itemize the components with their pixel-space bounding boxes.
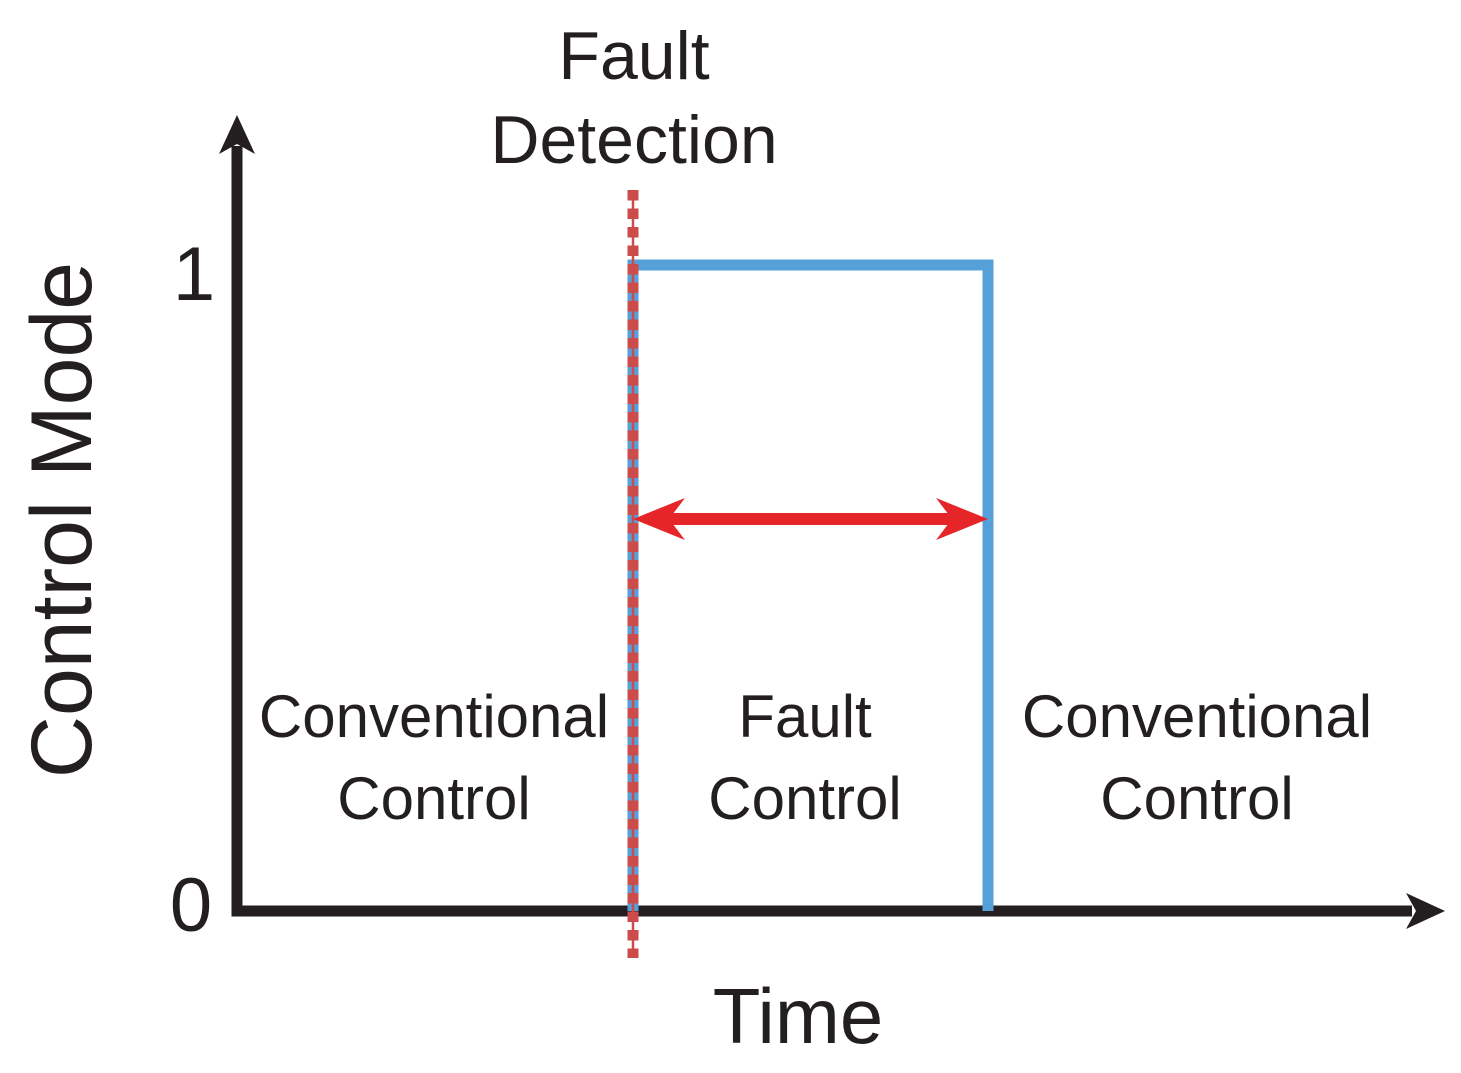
region-left-line1: Conventional (258, 683, 610, 750)
fault-detection-label-line1: Fault (558, 18, 710, 94)
fault-duration-arrowhead-left-icon (633, 498, 685, 540)
region-left-line2: Control (337, 765, 531, 832)
region-right-line2: Control (1100, 765, 1294, 832)
fault-duration-arrowhead-right-icon (936, 498, 988, 540)
x-axis-title: Time (712, 972, 884, 1060)
region-mid-line1: Fault (738, 683, 872, 750)
x-axis-arrowhead-icon (1406, 893, 1445, 929)
fault-detection-label-line2: Detection (490, 102, 778, 178)
y-axis-title: Control Mode (14, 261, 110, 779)
y-tick-label-1: 1 (172, 232, 216, 317)
region-right-line1: Conventional (1021, 683, 1373, 750)
y-tick-label-0: 0 (169, 863, 213, 948)
y-axis-arrowhead-icon (219, 115, 255, 154)
fault-detection-label: Fault Detection (490, 14, 777, 182)
region-mid-line2: Control (708, 765, 902, 832)
region-label-conventional-control-left: Conventional Control (259, 676, 609, 840)
region-label-conventional-control-right: Conventional Control (1022, 676, 1372, 840)
region-label-fault-control: Fault Control (708, 676, 901, 840)
